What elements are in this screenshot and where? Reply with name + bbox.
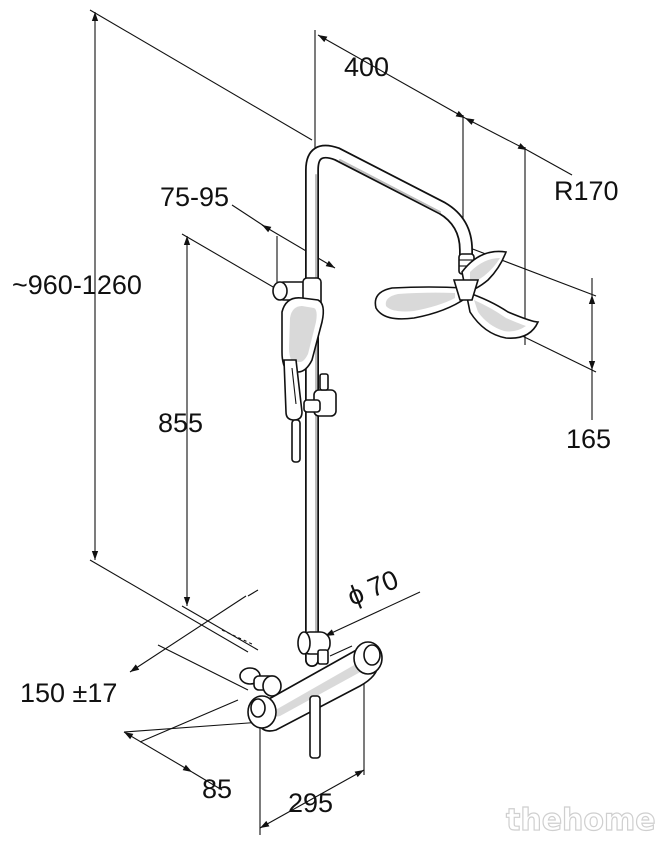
hand-shower <box>281 296 325 463</box>
label-rail-height: 855 <box>158 408 203 438</box>
overhead-shower-head <box>374 250 540 339</box>
watermark-text: thehome <box>506 803 656 838</box>
label-inlet-spacing: 150 ±17 <box>20 678 117 708</box>
dimension-labels: ~960-1260 400 R170 75-95 855 165 ϕ 70 15… <box>12 52 619 818</box>
slider <box>303 373 337 417</box>
dimension-lines <box>89 9 597 835</box>
label-head-height: 165 <box>566 424 611 454</box>
label-head-radius: R170 <box>554 176 619 206</box>
label-diameter: 70 <box>363 564 402 603</box>
label-holder-span: 75-95 <box>160 182 229 212</box>
label-arm-length: 400 <box>344 52 389 82</box>
label-diameter-symbol: ϕ <box>343 578 368 611</box>
label-mixer-width: 295 <box>288 788 333 818</box>
label-wall-offset: 85 <box>202 774 232 804</box>
connector-70 <box>297 631 331 665</box>
thermostat-mixer <box>239 641 383 759</box>
label-height-range: ~960-1260 <box>12 270 142 300</box>
